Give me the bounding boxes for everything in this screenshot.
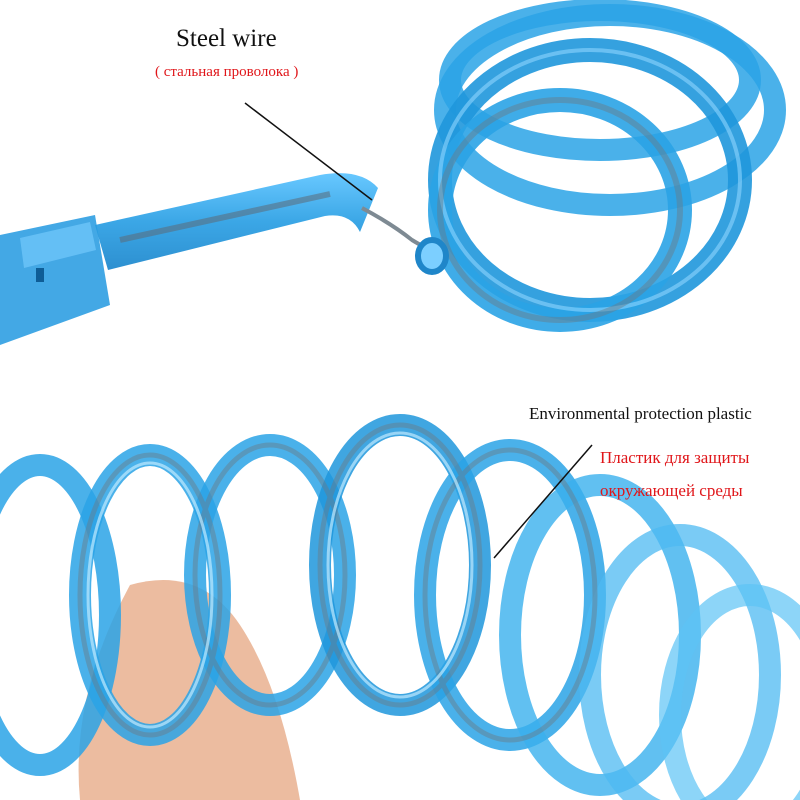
coil-rings-top bbox=[428, 0, 786, 332]
handle-highlight bbox=[20, 222, 96, 268]
plastic-caption: Environmental protection plastic bbox=[529, 404, 752, 423]
coil-wire-core bbox=[77, 422, 598, 743]
coil-cut-end bbox=[415, 237, 449, 275]
plastic-caption-ru-line2: окружающей среды bbox=[600, 481, 743, 500]
bottom-photo bbox=[0, 365, 800, 800]
steel-wire-caption: Steel wire bbox=[176, 25, 277, 52]
steel-wire-photo bbox=[0, 0, 786, 345]
coil-highlights bbox=[86, 431, 474, 729]
plastic-caption-ru-line1: Пластик для защиты bbox=[600, 448, 750, 467]
coil-spring-photo bbox=[0, 414, 800, 800]
inner-wire bbox=[119, 191, 331, 243]
coil-rings-bottom bbox=[0, 414, 800, 800]
pointer-line-steel bbox=[244, 102, 373, 201]
handle-slot bbox=[36, 268, 44, 282]
top-photo: Steel wire ( стальная проволока ) bbox=[0, 0, 800, 365]
cut-tube bbox=[95, 173, 378, 270]
pointer-line-plastic bbox=[493, 444, 593, 559]
steel-wire-caption-ru: ( стальная проволока ) bbox=[155, 64, 299, 80]
